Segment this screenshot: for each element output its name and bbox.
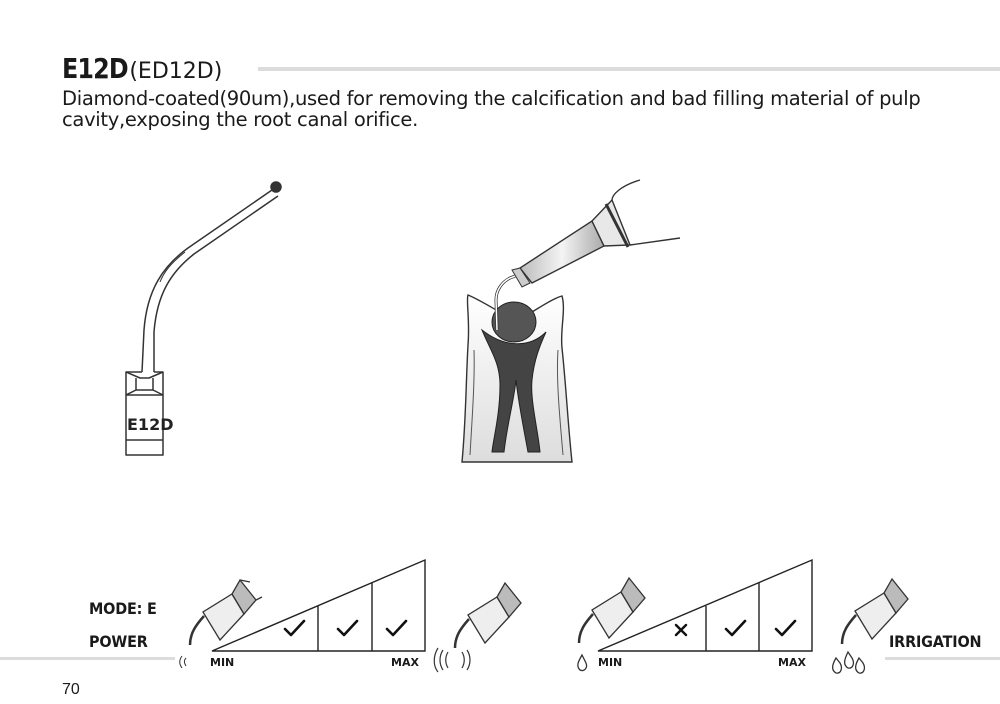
description: Diamond-coated(90um),used for removing t… xyxy=(62,87,921,131)
title-row: E12D (ED12D) xyxy=(62,52,222,85)
power-label: POWER xyxy=(89,632,148,651)
footer-rule-left xyxy=(0,657,175,660)
irrigation-level-2-check-icon xyxy=(724,619,747,637)
model-title: E12D xyxy=(62,52,129,85)
irrigation-min-label: MIN xyxy=(598,656,623,669)
title-rule xyxy=(258,67,1000,71)
irrigation-level-1-cross-icon xyxy=(674,623,688,637)
power-level-2-check-icon xyxy=(336,619,359,637)
handpiece-left-icon xyxy=(179,578,263,669)
tip-engraving: E12D xyxy=(127,415,173,434)
page-number: 70 xyxy=(62,681,80,698)
power-min-label: MIN xyxy=(210,656,235,669)
power-max-label: MAX xyxy=(391,656,419,669)
footer-rule-right xyxy=(885,657,1000,660)
power-level-1-check-icon xyxy=(283,619,306,637)
mode-label: MODE: E xyxy=(89,599,157,618)
irrigation-label: IRRIGATION xyxy=(889,632,982,651)
power-level-3-check-icon xyxy=(385,619,408,637)
handpiece-drop-icon xyxy=(577,576,646,672)
handpiece-drops-icon xyxy=(831,577,909,674)
alt-model-title: (ED12D) xyxy=(129,59,223,84)
irrigation-max-label: MAX xyxy=(778,656,806,669)
handpiece-vibration-icon xyxy=(433,581,522,673)
irrigation-level-3-check-icon xyxy=(774,619,797,637)
